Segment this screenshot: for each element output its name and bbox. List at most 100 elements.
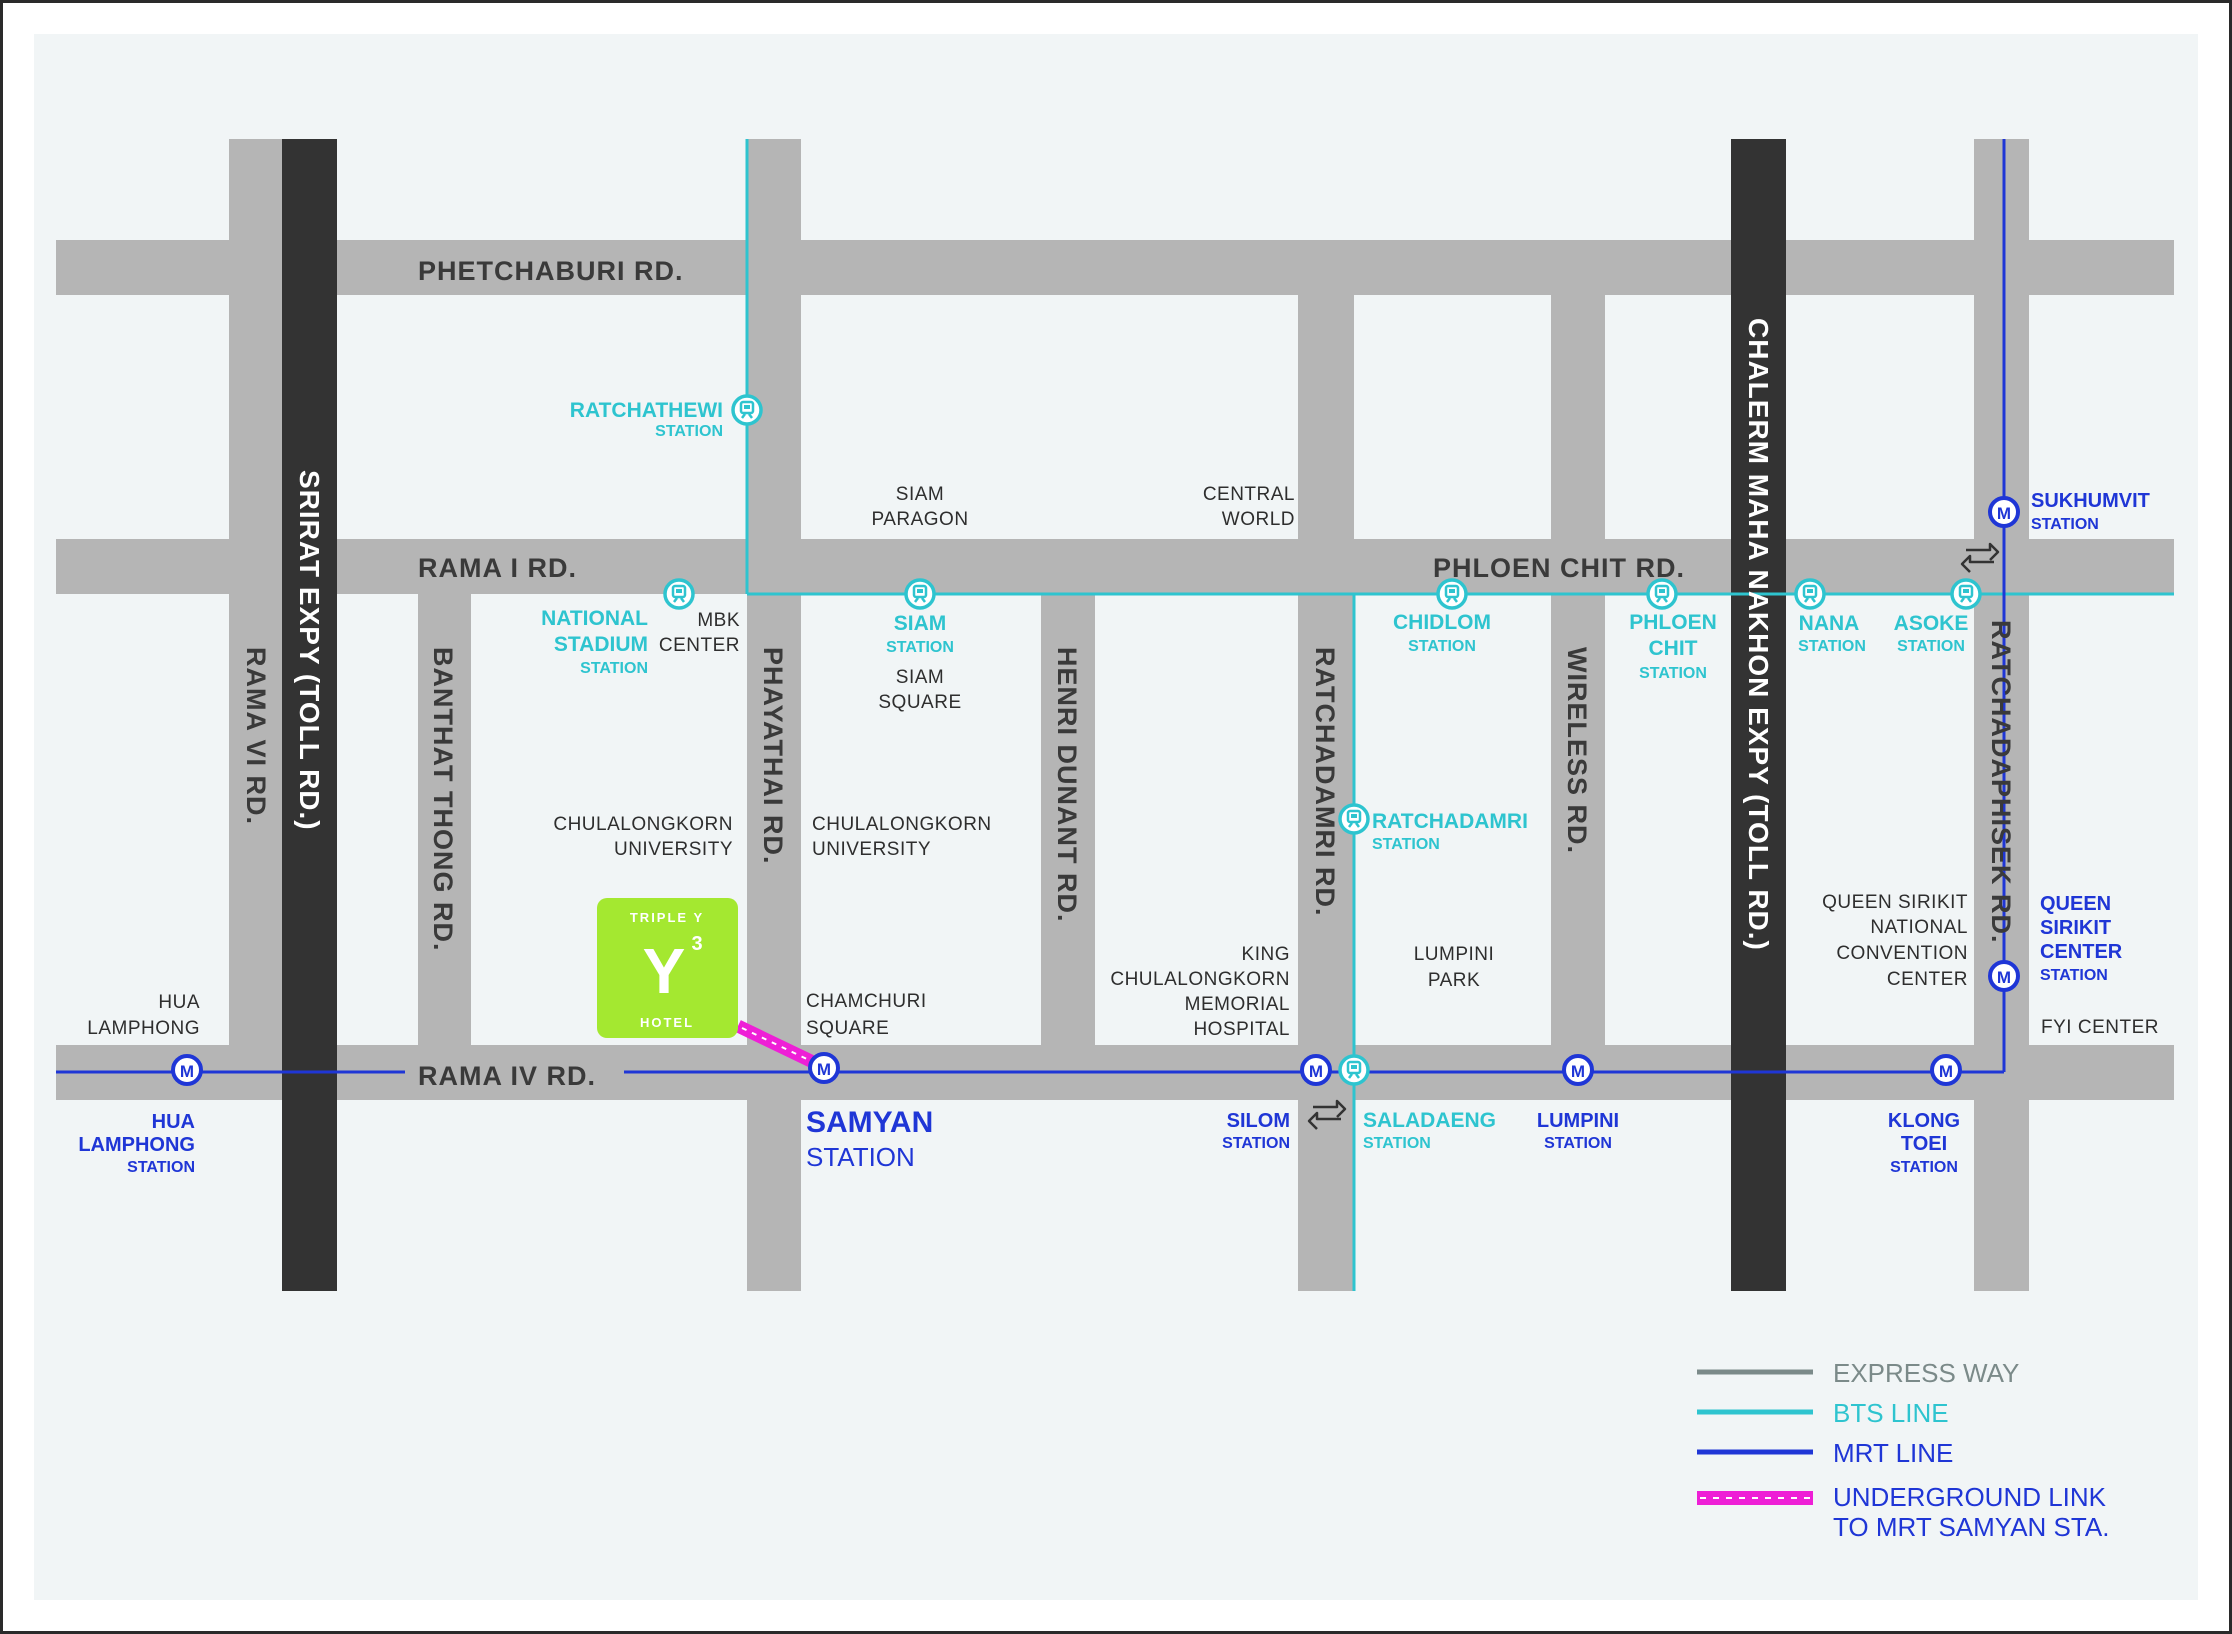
svg-text:CENTRAL: CENTRAL — [1203, 484, 1295, 505]
chalerm-expressway-label: CHALERM MAHA NAKHON EXPY (TOLL RD.) — [1743, 318, 1774, 951]
svg-text:CHULALONGKORN: CHULALONGKORN — [812, 814, 992, 835]
mrt-m-icon — [808, 1052, 840, 1084]
svg-text:STATION: STATION — [1363, 1135, 1431, 1152]
mrt-m-icon — [171, 1054, 203, 1086]
bts-station-national-stadium[interactable]: NATIONAL STADIUM STATION — [541, 578, 695, 677]
henri-dunant-road-label: HENRI DUNANT RD. — [1052, 647, 1082, 923]
phetchaburi-road-label: PHETCHABURI RD. — [418, 256, 684, 286]
svg-text:HOTEL: HOTEL — [640, 1015, 694, 1030]
hotel-badge — [597, 898, 738, 1038]
legend-express-way: EXPRESS WAY — [1833, 1358, 2019, 1388]
wireless-road-label: WIRELESS RD. — [1562, 647, 1592, 854]
svg-text:QUEEN: QUEEN — [2040, 893, 2111, 915]
svg-text:STATION: STATION — [1639, 665, 1707, 682]
svg-text:STATION: STATION — [655, 423, 723, 440]
mrt-station-lumpini[interactable]: LUMPINI STATION — [1537, 1054, 1619, 1152]
svg-text:CONVENTION: CONVENTION — [1836, 943, 1968, 964]
svg-text:STATION: STATION — [1408, 638, 1476, 655]
ratchadaphisek-road-label: RATCHADAPHISEK RD. — [1986, 620, 2016, 944]
ratchadamri-road-label: RATCHADAMRI RD. — [1310, 647, 1340, 916]
landmark-mbk-center: MBK CENTER — [659, 610, 740, 656]
srirat-expressway — [282, 139, 337, 1291]
bts-train-icon — [1794, 578, 1826, 610]
svg-text:UNIVERSITY: UNIVERSITY — [614, 839, 733, 860]
svg-text:LUMPINI: LUMPINI — [1414, 944, 1495, 965]
svg-text:STATION: STATION — [1544, 1135, 1612, 1152]
mrt-station-silom[interactable]: SILOM STATION — [1222, 1054, 1332, 1152]
rama-1-road-label: RAMA I RD. — [418, 553, 577, 583]
svg-text:STATION: STATION — [2031, 516, 2099, 533]
svg-text:SQUARE: SQUARE — [806, 1018, 889, 1039]
svg-text:SIRIKIT: SIRIKIT — [2040, 917, 2111, 939]
svg-text:UNIVERSITY: UNIVERSITY — [812, 839, 931, 860]
svg-text:PHLOEN: PHLOEN — [1629, 611, 1717, 634]
svg-text:TOEI: TOEI — [1901, 1133, 1947, 1155]
legend-underground-link: UNDERGROUND LINK — [1833, 1482, 2107, 1512]
svg-text:STADIUM: STADIUM — [554, 633, 648, 656]
svg-text:STATION: STATION — [1222, 1135, 1290, 1152]
chalerm-expressway — [1731, 139, 1786, 1291]
bts-station-ratchadamri[interactable]: RATCHADAMRI STATION — [1338, 803, 1528, 853]
mrt-m-icon — [1988, 960, 2020, 992]
svg-text:HUA: HUA — [152, 1111, 195, 1133]
phloen-chit-road-label: PHLOEN CHIT RD. — [1433, 553, 1685, 583]
svg-text:STATION: STATION — [1372, 836, 1440, 853]
svg-text:TRIPLE Y: TRIPLE Y — [630, 910, 704, 925]
landmark-chamchuri-square: CHAMCHURI SQUARE — [806, 991, 927, 1039]
svg-text:PARK: PARK — [1428, 970, 1480, 991]
mrt-station-queen-sirikit-center[interactable]: QUEEN SIRIKIT CENTER STATION — [1988, 893, 2123, 992]
henri-dunant-road — [1041, 594, 1095, 1045]
svg-text:SILOM: SILOM — [1227, 1110, 1290, 1132]
svg-text:CHULALONGKORN: CHULALONGKORN — [553, 814, 733, 835]
hotel-marker[interactable]: TRIPLE Y Y 3 HOTEL — [597, 898, 738, 1038]
bts-train-icon — [904, 578, 936, 610]
svg-text:HOSPITAL: HOSPITAL — [1193, 1019, 1290, 1040]
bts-station-saladaeng[interactable]: SALADAENG STATION — [1338, 1054, 1496, 1152]
svg-text:STATION: STATION — [806, 1142, 915, 1172]
landmark-chulalongkorn-university-east: CHULALONGKORN UNIVERSITY — [812, 814, 992, 860]
svg-text:KLONG: KLONG — [1888, 1110, 1960, 1132]
ratchadamri-road — [1298, 295, 1354, 1291]
svg-text:STATION: STATION — [2040, 967, 2108, 984]
bts-station-asoke[interactable]: ASOKE STATION — [1894, 578, 1982, 655]
bts-station-ratchathewi[interactable]: RATCHATHEWI STATION — [570, 394, 763, 440]
svg-text:SUKHUMVIT: SUKHUMVIT — [2031, 490, 2150, 512]
bts-station-chidlom[interactable]: CHIDLOM STATION — [1393, 578, 1491, 655]
svg-text:3: 3 — [691, 933, 702, 955]
bts-station-nana[interactable]: NANA STATION — [1794, 578, 1866, 655]
svg-text:SIAM: SIAM — [894, 612, 947, 635]
rama-1-road — [56, 539, 2174, 594]
svg-text:STATION: STATION — [1798, 638, 1866, 655]
mrt-station-klong-toei[interactable]: KLONG TOEI STATION — [1888, 1054, 1962, 1176]
svg-text:LAMPHONG: LAMPHONG — [78, 1134, 195, 1156]
mrt-m-icon — [1562, 1054, 1594, 1086]
bts-train-icon — [663, 578, 695, 610]
ratchadaphisek-road — [1974, 139, 2029, 1291]
svg-text:CENTER: CENTER — [1887, 969, 1968, 990]
banthat-thong-road-label: BANTHAT THONG RD. — [428, 647, 458, 951]
svg-text:CHIDLOM: CHIDLOM — [1393, 611, 1491, 634]
bts-train-icon — [1646, 578, 1678, 610]
srirat-expressway-label: SRIRAT EXPY (TOLL RD.) — [294, 470, 325, 831]
bts-station-phloen-chit[interactable]: PHLOEN CHIT STATION — [1629, 578, 1717, 682]
svg-text:LAMPHONG: LAMPHONG — [87, 1018, 200, 1039]
svg-text:CHAMCHURI: CHAMCHURI — [806, 991, 927, 1012]
bts-train-icon — [1338, 803, 1370, 835]
mrt-station-sukhumvit[interactable]: SUKHUMVIT STATION — [1988, 490, 2150, 533]
bts-train-icon — [731, 394, 763, 426]
legend-mrt-line: MRT LINE — [1833, 1438, 1953, 1468]
mrt-station-hua-lamphong[interactable]: HUA LAMPHONG STATION — [78, 1054, 203, 1176]
phayathai-road-label: PHAYATHAI RD. — [758, 647, 788, 865]
mrt-m-icon — [1988, 496, 2020, 528]
mrt-station-samyan[interactable]: SAMYAN STATION — [806, 1052, 933, 1172]
svg-text:NATIONAL: NATIONAL — [1870, 917, 1968, 938]
landmark-siam-square: SIAM SQUARE — [878, 667, 961, 713]
bts-station-siam[interactable]: SIAM STATION — [886, 578, 954, 656]
phayathai-road — [747, 139, 801, 1291]
mrt-m-icon — [1930, 1054, 1962, 1086]
svg-text:CHULALONGKORN: CHULALONGKORN — [1110, 969, 1290, 990]
legend-bts-line: BTS LINE — [1833, 1398, 1949, 1428]
rama-4-road-label: RAMA IV RD. — [418, 1061, 596, 1091]
landmark-central-world: CENTRAL WORLD — [1203, 484, 1295, 530]
